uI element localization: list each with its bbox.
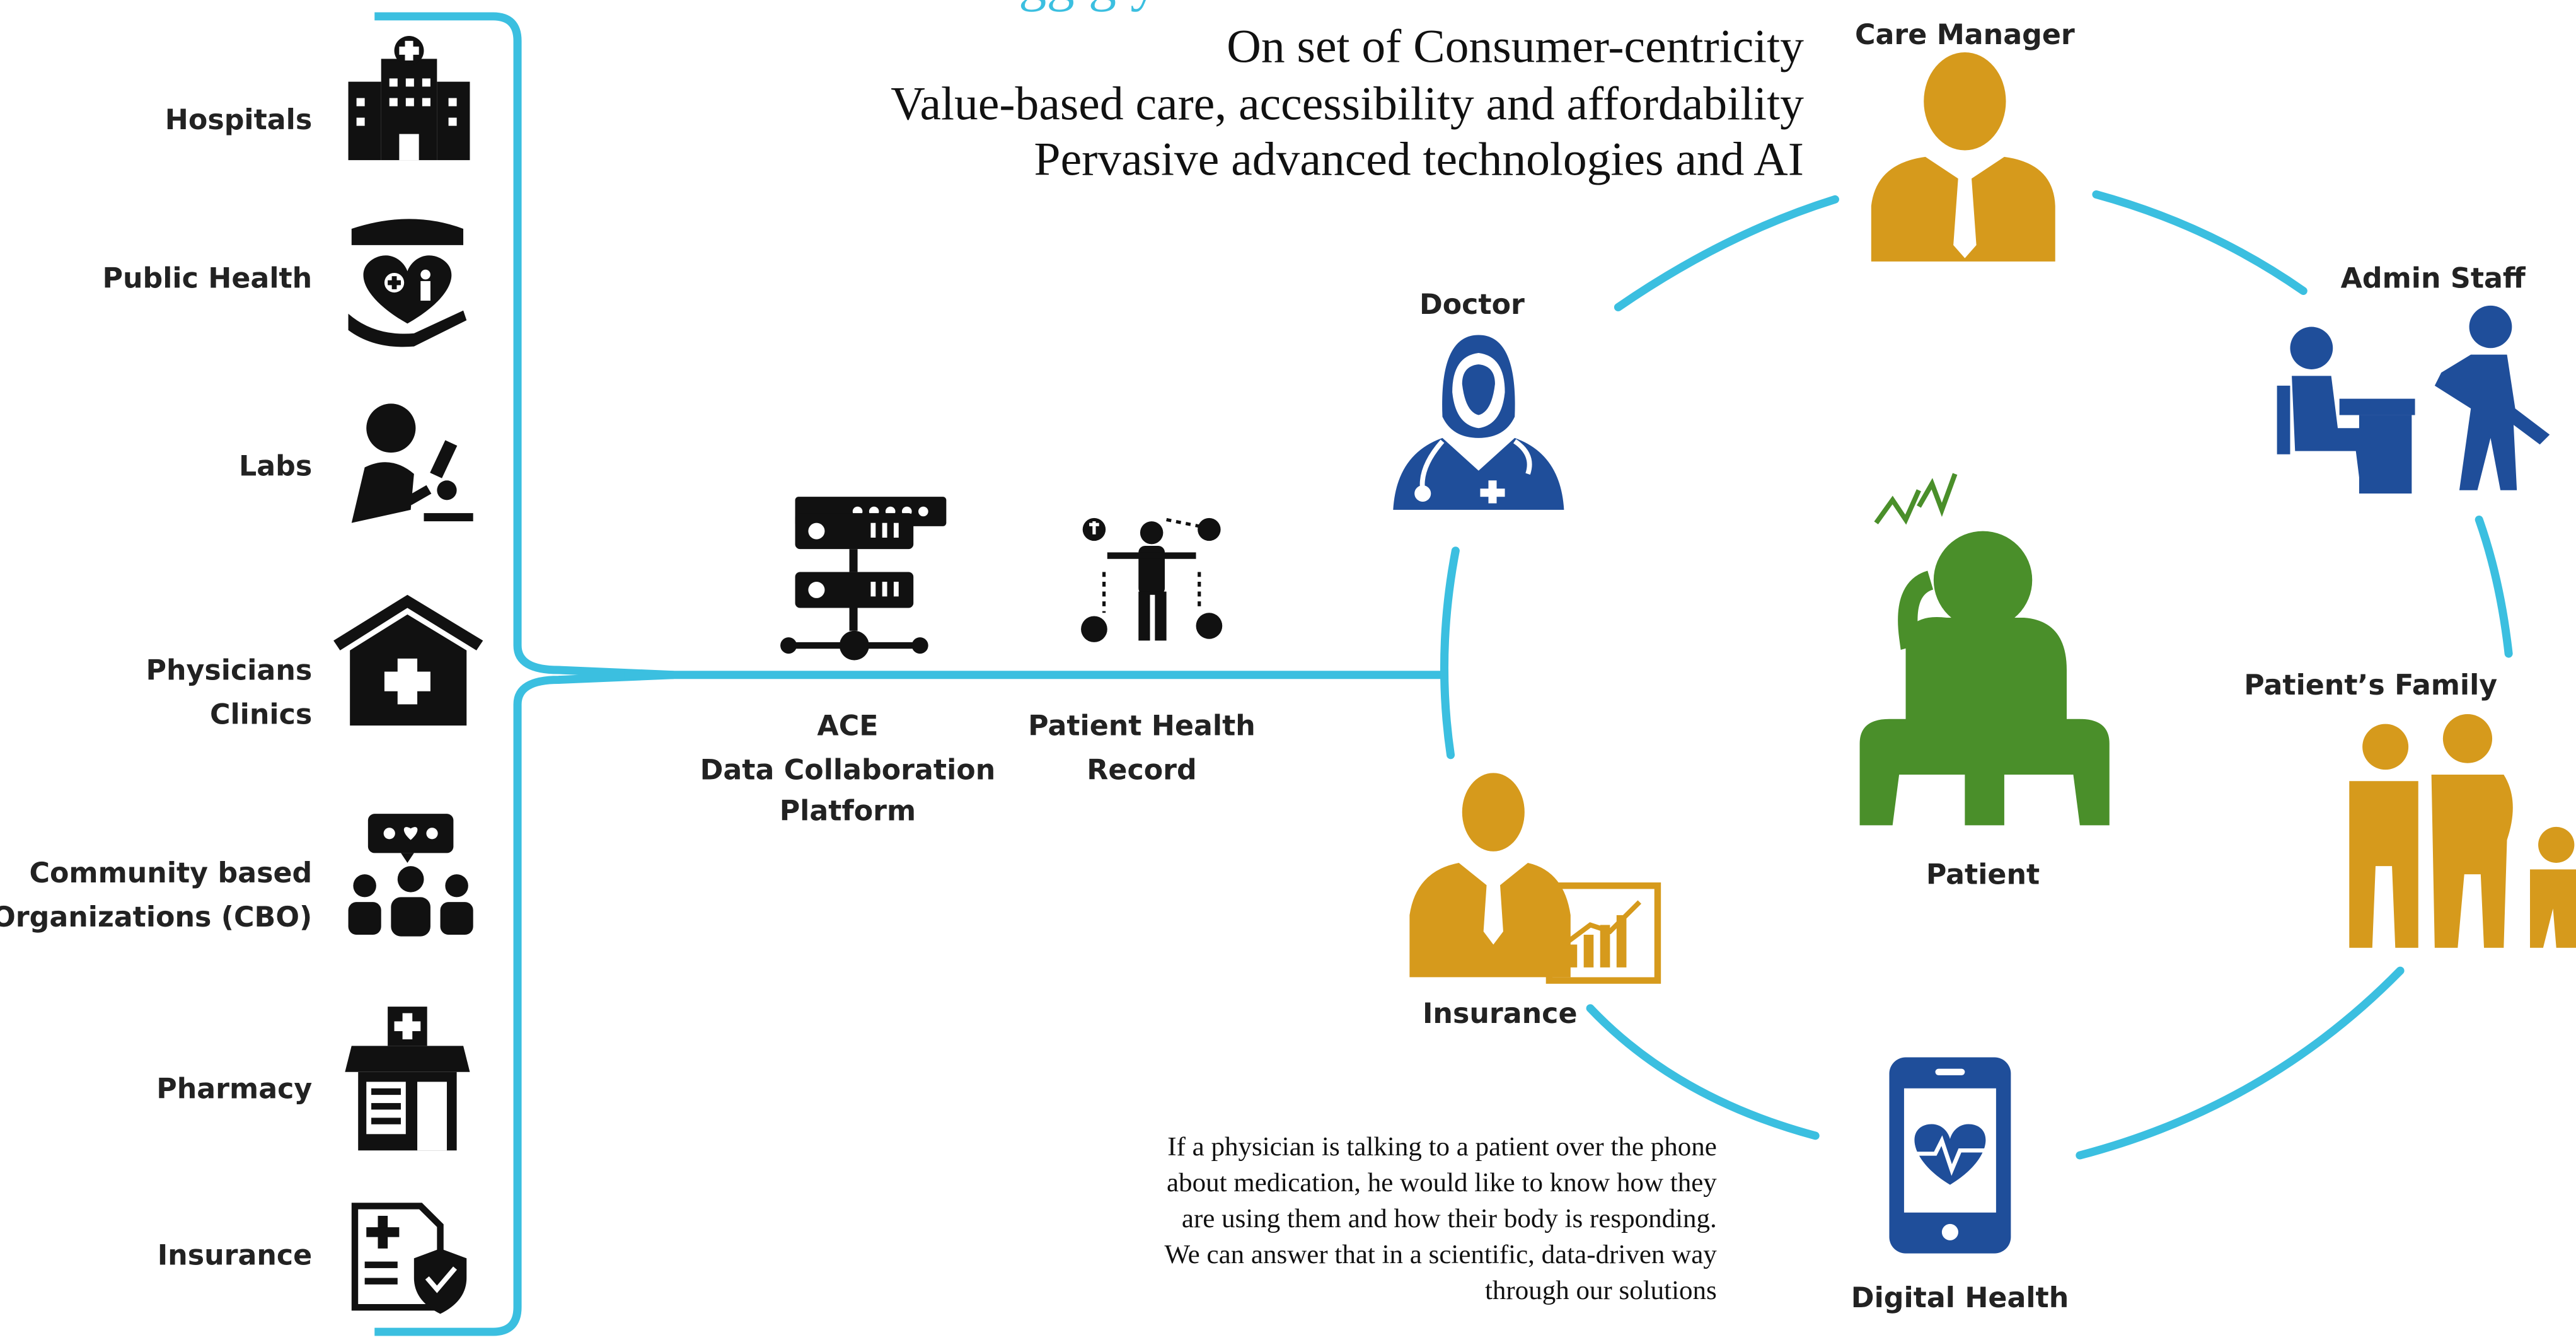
stakeholder-label-insurance: Insurance <box>158 1240 313 1272</box>
hospital-icon <box>348 36 470 161</box>
patient-icon <box>1859 473 2110 826</box>
clinic-icon <box>333 594 483 726</box>
patients-family-icon <box>2349 714 2576 948</box>
care-circle-arcs <box>1440 190 2513 1160</box>
care-manager-label: Care Manager <box>1855 19 2075 51</box>
ace-label-line-1: ACE <box>817 710 878 742</box>
digital-health-icon <box>1889 1057 2011 1254</box>
care-manager-icon <box>1871 52 2055 262</box>
header-line-3: Pervasive advanced technologies and AI <box>1034 134 1804 186</box>
phr-label-line-1: Patient Health <box>1028 710 1256 742</box>
insurance-circle-label: Insurance <box>1423 998 1578 1030</box>
phr-label-line-2: Record <box>1087 754 1196 787</box>
stakeholder-label-public-health: Public Health <box>103 262 313 294</box>
ace-label-line-2: Data Collaboration <box>700 754 996 787</box>
public-health-icon <box>348 219 467 347</box>
quote-line-1: If a physician is talking to a patient o… <box>1167 1132 1716 1162</box>
stakeholder-label-pharmacy: Pharmacy <box>156 1073 312 1105</box>
quote-line-4: We can answer that in a scientific, data… <box>1165 1240 1718 1269</box>
header-line-1: On set of Consumer-centricity <box>1227 21 1804 73</box>
community-icon <box>348 814 473 937</box>
quote-line-5: through our solutions <box>1485 1276 1717 1305</box>
doctor-label: Doctor <box>1419 289 1525 321</box>
pharmacy-icon <box>345 1007 470 1151</box>
server-icon <box>780 497 947 661</box>
title-fragment: gg g y <box>1019 0 1158 13</box>
patient-label: Patient <box>1926 859 2040 891</box>
quote-line-2: about medication, he would like to know … <box>1167 1168 1717 1198</box>
ace-label-line-3: Platform <box>780 795 916 828</box>
health-record-icon <box>1081 517 1223 642</box>
stakeholder-label-labs: Labs <box>239 451 312 483</box>
lab-icon <box>351 403 473 523</box>
stakeholder-label-cbo: Organizations (CBO) <box>0 901 312 933</box>
insurance-agent-icon <box>1409 773 1661 984</box>
admin-staff-label: Admin Staff <box>2341 262 2526 294</box>
digital-health-label: Digital Health <box>1851 1282 2069 1314</box>
quote-line-3: are using them and how their body is res… <box>1182 1204 1717 1233</box>
admin-staff-icon <box>2277 305 2550 494</box>
stakeholder-label-physicians: Physicians <box>146 655 313 687</box>
patients-family-label: Patient’s Family <box>2244 669 2497 702</box>
insurance-document-icon <box>351 1203 467 1314</box>
doctor-icon <box>1393 335 1564 510</box>
stakeholder-label-hospitals: Hospitals <box>165 104 312 136</box>
stakeholder-label-clinics: Clinics <box>210 699 312 731</box>
header-line-2: Value-based care, accessibility and affo… <box>891 78 1804 130</box>
stakeholder-brace <box>374 12 674 1336</box>
stakeholder-label-community: Community based <box>29 857 312 889</box>
